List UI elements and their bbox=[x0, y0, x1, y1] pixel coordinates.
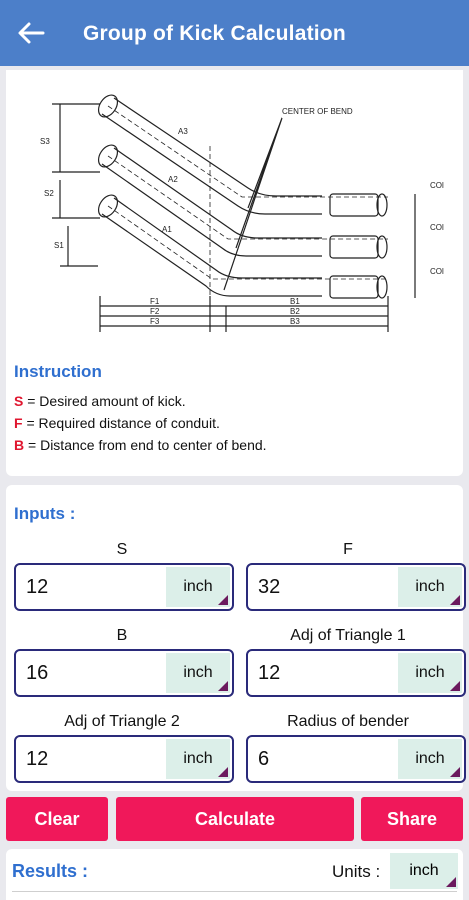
a3-label: A3 bbox=[178, 127, 188, 136]
col-label-1: COl bbox=[430, 181, 444, 190]
calculate-button[interactable]: Calculate bbox=[116, 797, 354, 841]
dropdown-corner-icon bbox=[450, 767, 460, 777]
instruction-card: CENTER OF BEND S3 S2 S1 A3 A2 A1 F1 F2 F… bbox=[6, 70, 463, 476]
a2-label: A2 bbox=[168, 175, 178, 184]
adj-triangle-2-input[interactable]: 12 inch bbox=[14, 735, 234, 783]
b-unit-dropdown[interactable]: inch bbox=[166, 653, 230, 693]
clear-button[interactable]: Clear bbox=[6, 797, 108, 841]
f-value[interactable]: 32 bbox=[258, 576, 281, 598]
radius-of-bender-unit-dropdown[interactable]: inch bbox=[398, 739, 462, 779]
kick-diagram: CENTER OF BEND S3 S2 S1 A3 A2 A1 F1 F2 F… bbox=[40, 94, 444, 332]
adj-triangle-2-label: Adj of Triangle 2 bbox=[64, 713, 180, 730]
back-arrow-icon[interactable] bbox=[16, 20, 46, 46]
dropdown-corner-icon bbox=[450, 681, 460, 691]
col-label-3: COl bbox=[430, 267, 444, 276]
s3-label: S3 bbox=[40, 137, 50, 146]
adj-triangle-1-label: Adj of Triangle 1 bbox=[290, 627, 406, 644]
dropdown-corner-icon bbox=[446, 877, 456, 887]
s2-label: S2 bbox=[44, 189, 54, 198]
b3-label: B3 bbox=[290, 317, 300, 326]
results-card: Results : Units : inch bbox=[6, 849, 463, 900]
radius-of-bender-input[interactable]: 6 inch bbox=[246, 735, 466, 783]
page-title: Group of Kick Calculation bbox=[83, 22, 346, 45]
col-label-2: COl bbox=[430, 223, 444, 232]
share-button[interactable]: Share bbox=[361, 797, 463, 841]
inputs-title: Inputs : bbox=[14, 504, 76, 523]
b-input[interactable]: 16 inch bbox=[14, 649, 234, 697]
f3-label: F3 bbox=[150, 317, 160, 326]
s-input[interactable]: 12 inch bbox=[14, 563, 234, 611]
center-of-bend-label: CENTER OF BEND bbox=[282, 107, 353, 116]
f-input[interactable]: 32 inch bbox=[246, 563, 466, 611]
b1-label: B1 bbox=[290, 297, 300, 306]
adj-triangle-2-value[interactable]: 12 bbox=[26, 748, 49, 770]
f2-label: F2 bbox=[150, 307, 160, 316]
f-label: F bbox=[343, 541, 353, 558]
results-unit-dropdown[interactable]: inch bbox=[390, 853, 458, 889]
adj-triangle-1-input[interactable]: 12 inch bbox=[246, 649, 466, 697]
app-bar: Group of Kick Calculation bbox=[0, 0, 469, 66]
s-unit-dropdown[interactable]: inch bbox=[166, 567, 230, 607]
dropdown-corner-icon bbox=[218, 767, 228, 777]
instruction-title: Instruction bbox=[14, 362, 102, 381]
f1-label: F1 bbox=[150, 297, 160, 306]
b-label: B bbox=[116, 627, 128, 644]
radius-of-bender-value[interactable]: 6 bbox=[258, 748, 270, 770]
dropdown-corner-icon bbox=[450, 595, 460, 605]
s-value[interactable]: 12 bbox=[26, 576, 49, 598]
f-unit-dropdown[interactable]: inch bbox=[398, 567, 462, 607]
a1-label: A1 bbox=[162, 225, 172, 234]
instruction-line-b: B = Distance from end to center of bend. bbox=[14, 437, 267, 453]
instruction-line-s: S = Desired amount of kick. bbox=[14, 393, 186, 409]
dropdown-corner-icon bbox=[218, 681, 228, 691]
results-title: Results : bbox=[12, 861, 89, 881]
dropdown-corner-icon bbox=[218, 595, 228, 605]
s-label: S bbox=[116, 541, 128, 558]
instruction-line-f: F = Required distance of conduit. bbox=[14, 415, 220, 431]
radius-of-bender-label: Radius of bender bbox=[287, 713, 409, 730]
adj-triangle-1-value[interactable]: 12 bbox=[258, 662, 281, 684]
results-divider bbox=[12, 891, 457, 892]
inputs-card: Inputs : S 12 inch F 32 inch B 16 inch A… bbox=[6, 485, 466, 791]
units-label: Units : bbox=[332, 862, 381, 881]
adj-triangle-2-unit-dropdown[interactable]: inch bbox=[166, 739, 230, 779]
b-value[interactable]: 16 bbox=[26, 662, 49, 684]
b2-label: B2 bbox=[290, 307, 300, 316]
adj-triangle-1-unit-dropdown[interactable]: inch bbox=[398, 653, 462, 693]
s1-label: S1 bbox=[54, 241, 64, 250]
